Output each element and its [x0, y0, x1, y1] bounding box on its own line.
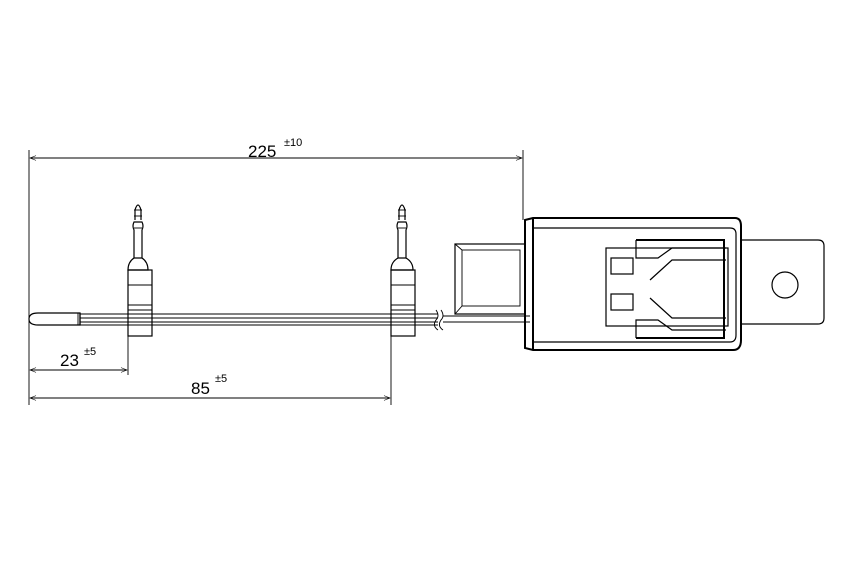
dimension-short: 23 ±5 — [29, 346, 128, 373]
extension-lines — [28, 150, 524, 405]
mounting-hole-icon — [771, 271, 799, 299]
cable-clip-2 — [390, 204, 416, 337]
dimension-overall-value: 225 — [248, 142, 276, 161]
dimension-short-tolerance: ±5 — [84, 346, 96, 358]
connector-housing — [454, 217, 825, 351]
dimension-medium-tolerance: ±5 — [215, 373, 227, 385]
cable — [80, 309, 530, 331]
dimension-short-value: 23 — [60, 351, 79, 370]
dimension-medium: 85 ±5 — [29, 373, 391, 401]
dimension-overall-tolerance: ±10 — [284, 137, 302, 149]
sensor-probe-tip — [28, 312, 81, 326]
dimension-medium-value: 85 — [191, 379, 210, 398]
cable-clip-1 — [127, 204, 153, 337]
dimension-overall: 225 ±10 — [29, 137, 523, 161]
